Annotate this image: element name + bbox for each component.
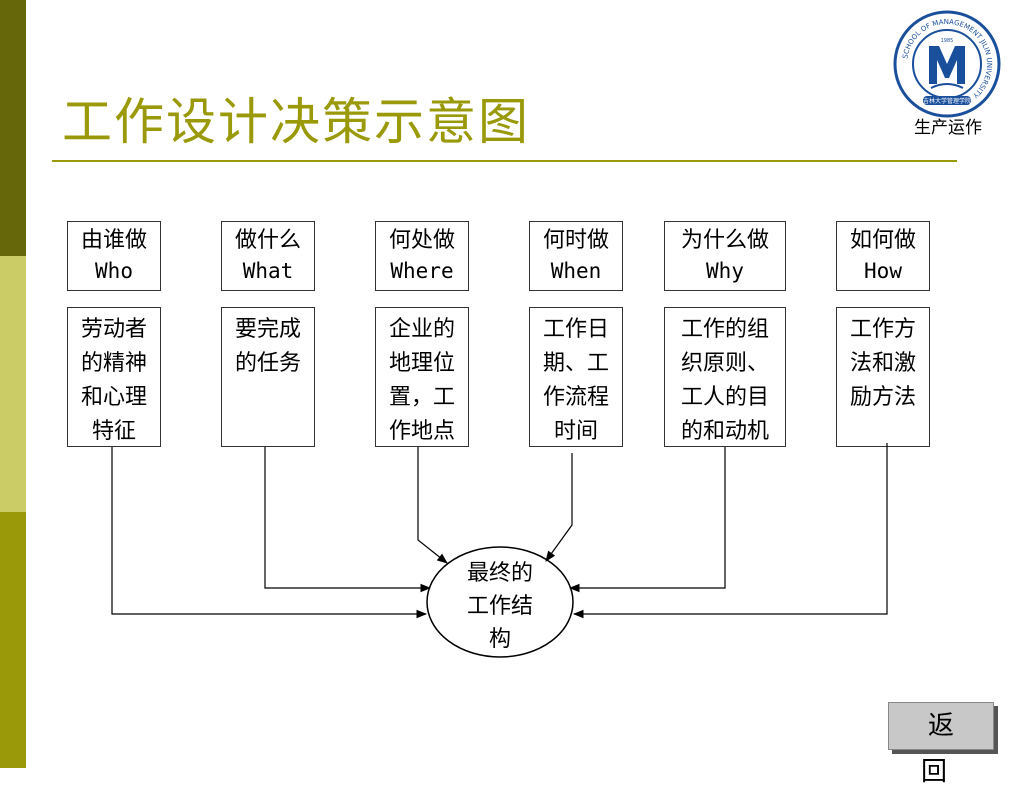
question-en: How	[864, 259, 902, 283]
question-cn: 如何做	[849, 228, 916, 253]
question-en: Why	[706, 259, 744, 283]
connector-who	[111, 447, 428, 619]
detail-line: 的和动机	[680, 419, 769, 444]
detail-line: 工人的目	[680, 385, 769, 410]
sidebar-band-light	[0, 256, 26, 512]
detail-line: 和心理	[80, 385, 147, 410]
connector-lines	[111, 443, 888, 658]
detail-box-where: 企业的 地理位 置，工 作地点	[375, 307, 469, 447]
connector-what	[264, 447, 432, 593]
sidebar-band-mid	[0, 512, 26, 768]
logo-year: 1985	[941, 38, 954, 44]
detail-box-when: 工作日 期、工 作流程 时间	[529, 307, 623, 447]
detail-box-what: 要完成 的任务	[221, 307, 315, 447]
detail-line: 法和激	[849, 351, 916, 376]
question-cn: 为什么做	[680, 228, 769, 253]
question-box-how: 如何做 How	[836, 221, 930, 291]
school-logo-icon: SCHOOL OF MANAGEMENT JILIN UNIVERSITY 19…	[893, 10, 1001, 118]
result-label: 最终的 工作结 构	[436, 557, 564, 656]
detail-line: 励方法	[849, 385, 916, 410]
connector-where	[417, 447, 448, 564]
return-button[interactable]: 返 回	[888, 702, 994, 787]
detail-line: 置，工	[388, 385, 455, 410]
sidebar-band-dark	[0, 0, 26, 256]
result-line: 最终的	[466, 561, 533, 586]
detail-line: 地理位	[388, 351, 455, 376]
detail-line: 作流程	[542, 385, 609, 410]
detail-line: 工作方	[849, 317, 916, 342]
question-en: Where	[390, 259, 454, 283]
detail-line: 作地点	[388, 419, 455, 444]
question-box-where: 何处做 Where	[375, 221, 469, 291]
connector-when	[545, 453, 573, 562]
question-cn: 何时做	[542, 228, 609, 253]
logo-inner-text: 吉林大学管理学院	[923, 97, 971, 105]
question-cn: 何处做	[388, 228, 455, 253]
question-box-who: 由谁做 Who	[67, 221, 161, 291]
detail-line: 时间	[553, 419, 598, 444]
connector-how	[572, 443, 888, 619]
detail-box-who: 劳动者 的精神 和心理 特征	[67, 307, 161, 447]
detail-line: 要完成	[234, 317, 301, 342]
course-caption: 生产运作	[914, 118, 982, 138]
detail-line: 的精神	[80, 351, 147, 376]
page-title: 工作设计决策示意图	[62, 93, 530, 151]
detail-line: 工作的组	[680, 317, 769, 342]
question-en: What	[242, 259, 294, 283]
detail-line: 的任务	[234, 351, 301, 376]
detail-line: 劳动者	[80, 317, 147, 342]
result-ellipse	[426, 546, 574, 658]
detail-box-why: 工作的组 织原则、 工人的目 的和动机	[664, 307, 786, 447]
detail-line: 期、工	[542, 351, 609, 376]
detail-line: 企业的	[388, 317, 455, 342]
sidebar-decoration	[0, 0, 26, 768]
question-en: When	[550, 259, 602, 283]
question-cn: 做什么	[234, 228, 301, 253]
title-underline	[52, 160, 957, 162]
question-box-when: 何时做 When	[529, 221, 623, 291]
detail-line: 特征	[91, 419, 136, 444]
connector-why	[568, 447, 726, 593]
question-box-what: 做什么 What	[221, 221, 315, 291]
result-line: 工作结	[466, 594, 533, 619]
detail-box-how: 工作方 法和激 励方法	[836, 307, 930, 447]
question-cn: 由谁做	[80, 228, 147, 253]
result-line: 构	[488, 627, 511, 652]
question-box-why: 为什么做 Why	[664, 221, 786, 291]
question-en: Who	[95, 259, 133, 283]
detail-line: 工作日	[542, 317, 609, 342]
detail-line: 织原则、	[680, 351, 769, 376]
